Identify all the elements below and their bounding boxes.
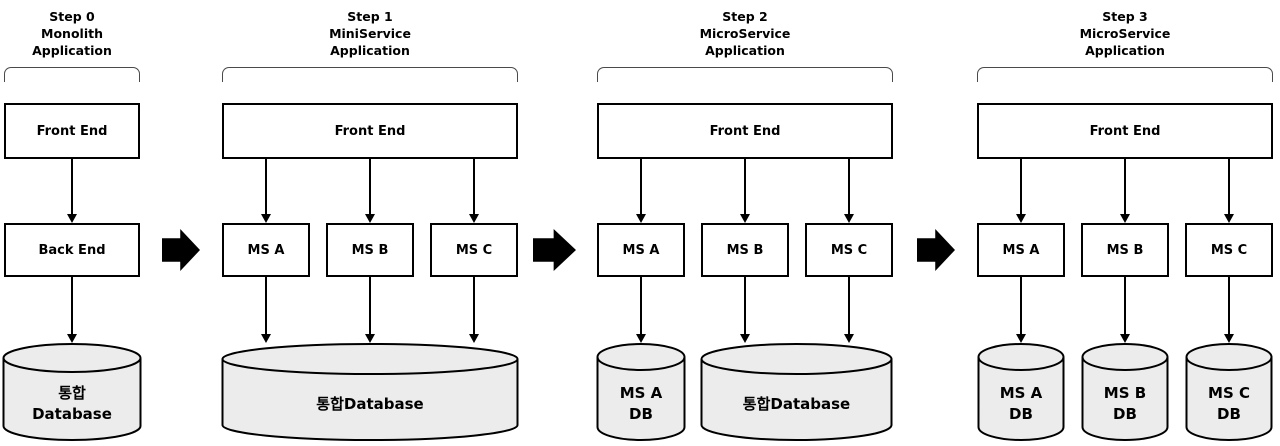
flow-arrow-icon	[1016, 277, 1026, 343]
step0-scope-bracket	[4, 67, 140, 82]
step-transition-arrow-icon	[533, 229, 576, 271]
flow-arrow-icon	[636, 277, 646, 343]
step1-front-end-box: Front End	[222, 103, 518, 159]
cylinder-shape	[1081, 343, 1169, 441]
flow-arrow-icon	[261, 277, 271, 343]
step3-ms-b-db-cylinder: MS B DB	[1081, 343, 1169, 441]
step1-ms-c-box: MS C	[430, 223, 518, 277]
database-label: MS C DB	[1208, 384, 1250, 423]
database-label: 통합 Database	[32, 384, 112, 423]
flow-arrow-icon	[365, 159, 375, 223]
database-label: 통합Database	[742, 394, 851, 413]
step2-front-end-box: Front End	[597, 103, 893, 159]
step3-scope-bracket	[977, 67, 1273, 82]
step1-ms-a-box: MS A	[222, 223, 310, 277]
step-transition-arrow-icon	[162, 229, 200, 271]
database-label: MS B DB	[1103, 384, 1147, 423]
cylinder-shape	[977, 343, 1065, 441]
cylinder-shape	[1185, 343, 1273, 441]
flow-arrow-icon	[844, 159, 854, 223]
flow-arrow-icon	[740, 277, 750, 343]
step0-database-cylinder: 통합 Database	[2, 343, 142, 441]
step1-database-cylinder: 통합Database	[221, 343, 519, 441]
step1-scope-bracket	[222, 67, 518, 82]
step2-title: Step 2 MicroService Application	[699, 9, 791, 58]
step2-ms-a-box: MS A	[597, 223, 685, 277]
flow-arrow-icon	[636, 159, 646, 223]
step3-ms-c-db-cylinder: MS C DB	[1185, 343, 1273, 441]
step0-front-end-box: Front End	[4, 103, 140, 159]
flow-arrow-icon	[1224, 277, 1234, 343]
step2-scope-bracket	[597, 67, 893, 82]
flow-arrow-icon	[469, 277, 479, 343]
flow-arrow-icon	[740, 159, 750, 223]
cylinder-shape	[2, 343, 142, 441]
step-transition-arrow-icon	[917, 229, 955, 271]
database-label: MS A DB	[619, 384, 663, 423]
flow-arrow-icon	[1120, 159, 1130, 223]
flow-arrow-icon	[67, 277, 77, 343]
step3-title: Step 3 MicroService Application	[1079, 9, 1171, 58]
flow-arrow-icon	[469, 159, 479, 223]
step3-front-end-box: Front End	[977, 103, 1273, 159]
database-label: MS A DB	[999, 384, 1043, 423]
flow-arrow-icon	[365, 277, 375, 343]
step1-title: Step 1 MiniService Application	[329, 9, 411, 58]
step2-ms-a-db-cylinder: MS A DB	[596, 343, 686, 441]
step3-ms-a-box: MS A	[977, 223, 1065, 277]
cylinder-shape	[700, 343, 893, 441]
cylinder-shape	[596, 343, 686, 441]
flow-arrow-icon	[261, 159, 271, 223]
step3-ms-c-box: MS C	[1185, 223, 1273, 277]
flow-arrow-icon	[1120, 277, 1130, 343]
step1-ms-b-box: MS B	[326, 223, 414, 277]
flow-arrow-icon	[1224, 159, 1234, 223]
step2-ms-c-box: MS C	[805, 223, 893, 277]
step0-back-end-box: Back End	[4, 223, 140, 277]
step2-ms-b-box: MS B	[701, 223, 789, 277]
step0-title: Step 0 Monolith Application	[32, 9, 112, 58]
cylinder-shape	[221, 343, 519, 441]
step3-ms-a-db-cylinder: MS A DB	[977, 343, 1065, 441]
flow-arrow-icon	[844, 277, 854, 343]
step2-database-cylinder: 통합Database	[700, 343, 893, 441]
database-label: 통합Database	[316, 394, 424, 413]
flow-arrow-icon	[1016, 159, 1026, 223]
step3-ms-b-box: MS B	[1081, 223, 1169, 277]
flow-arrow-icon	[67, 159, 77, 223]
